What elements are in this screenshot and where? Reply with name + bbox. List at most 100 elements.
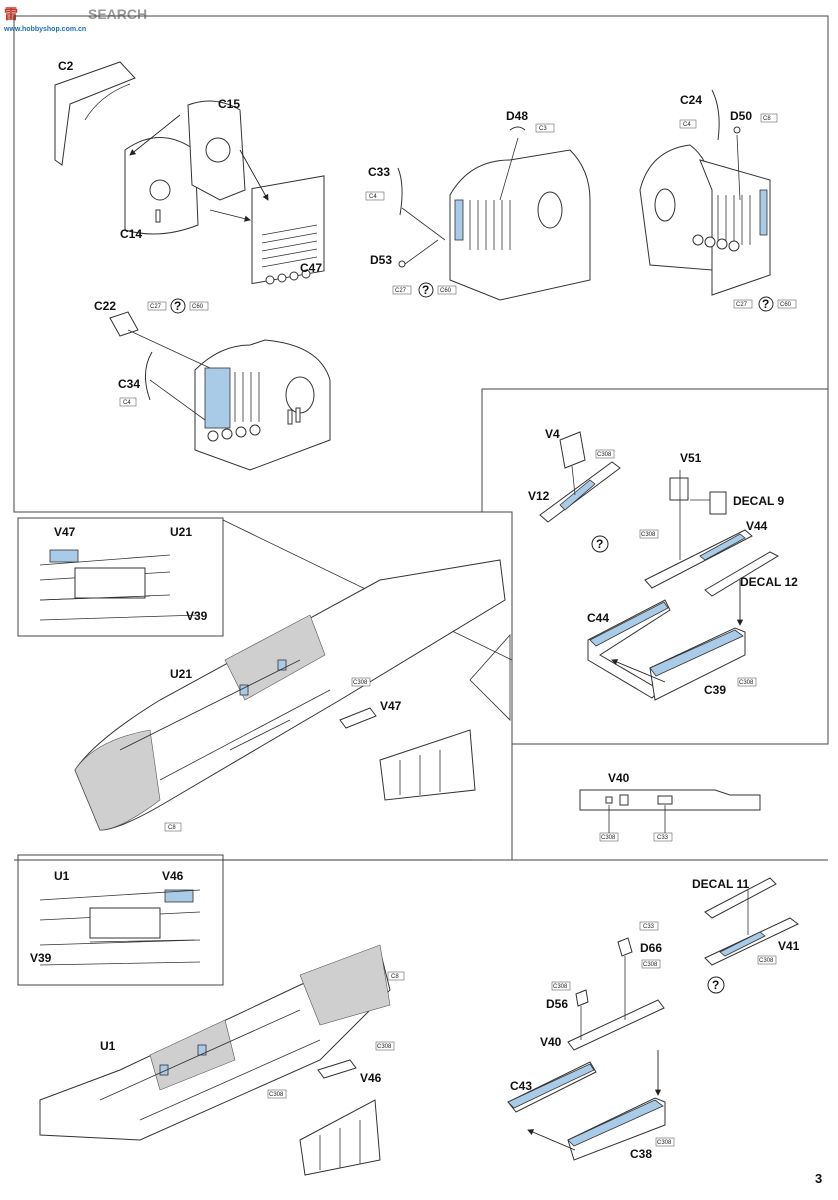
label-u21: U21: [170, 667, 192, 681]
colorbox-c308: C308: [601, 835, 616, 841]
label-c34: C34: [118, 377, 140, 391]
inset-right: V47 U21 V39: [39, 525, 208, 623]
part-v47: [339, 707, 377, 729]
colorbox-c308: C308: [643, 962, 658, 968]
label-v44: V44: [746, 519, 768, 533]
label-c2: C2: [58, 59, 74, 73]
question-mark: ?: [762, 297, 769, 311]
step-right-fuselage: V47 U21 V39 U21 V47 C308 C8: [39, 525, 506, 832]
label-c14: C14: [120, 227, 142, 241]
watermark-url: www.hobbyshop.com.cn: [3, 26, 86, 33]
colorbox-c8: C8: [763, 116, 771, 122]
label-c47: C47: [300, 261, 322, 275]
watermark-en: SEARCH: [88, 6, 147, 22]
label-decal-9: DECAL 9: [733, 494, 784, 508]
colorbox-c33: C33: [643, 924, 655, 930]
colorbox-c27: C27: [395, 288, 407, 294]
part-c2: [54, 61, 136, 166]
question-mark: ?: [174, 299, 181, 313]
step-bulkhead-assembly: C2 C15 C14 C47: [54, 59, 325, 285]
label-d56: D56: [546, 997, 568, 1011]
fuselage-half-right: [74, 559, 506, 831]
part-v46: [317, 1059, 357, 1079]
decal-12: [704, 551, 780, 597]
colorbox-c4: C4: [683, 122, 691, 128]
colorbox-c308: C308: [269, 1092, 284, 1098]
watermark: 雷 SEARCH www.hobbyshop.com.cn: [3, 6, 147, 33]
question-mark: ?: [596, 537, 603, 551]
label-v39: V39: [30, 951, 52, 965]
part-c33: [397, 167, 403, 216]
label-c44: C44: [587, 611, 609, 625]
decal-11: [704, 877, 777, 919]
panel-frames: [13, 15, 829, 986]
part-d66: [617, 937, 633, 957]
colorbox-c4: C4: [369, 194, 377, 200]
colorbox-c60: C60: [440, 288, 452, 294]
label-v4: V4: [545, 427, 560, 441]
part-c22: [109, 311, 139, 337]
label-c38: C38: [630, 1147, 652, 1161]
watermark-cn: 雷: [4, 6, 18, 22]
label-v40: V40: [540, 1035, 562, 1049]
colorbox-c60: C60: [780, 302, 792, 308]
step-c33-d48-d53: C33 D48 D53 C3 C4 C27 ? C60: [365, 109, 591, 301]
label-d53: D53: [370, 253, 392, 267]
step-v40-detail: V40 C308 C33: [579, 771, 761, 842]
part-v51: [669, 477, 689, 501]
step-c22-c34: C22 C34 C27 ? C60 C4: [94, 298, 331, 471]
part-d56: [575, 989, 589, 1007]
step-cockpit-tub-left: DECAL 11 V41 D66 D56 V40 C43 C38 C33 C30…: [507, 877, 800, 1161]
colorbox-c8: C8: [168, 825, 176, 831]
label-c22: C22: [94, 299, 116, 313]
label-v51: V51: [680, 451, 702, 465]
part-c47: [251, 175, 325, 285]
label-decal-12: DECAL 12: [740, 575, 798, 589]
colorbox-c308: C308: [553, 984, 568, 990]
label-c43: C43: [510, 1079, 532, 1093]
label-c33: C33: [368, 165, 390, 179]
colorbox-c8: C8: [391, 974, 399, 980]
step-left-fuselage: U1 V46 V39 U1 V46 C8 C308 C308: [30, 869, 405, 1176]
question-mark: ?: [712, 978, 719, 992]
part-v4: [559, 431, 586, 469]
label-v41: V41: [778, 939, 800, 953]
colorbox-c4: C4: [123, 400, 131, 406]
label-v40: V40: [608, 771, 630, 785]
part-v40: [567, 999, 665, 1051]
colorbox-c60: C60: [192, 304, 204, 310]
label-decal-11: DECAL 11: [692, 877, 749, 891]
colorbox-c308: C308: [377, 1044, 392, 1050]
label-v12: V12: [528, 489, 550, 503]
colorbox-c27: C27: [150, 304, 162, 310]
colorbox-c33: C33: [657, 835, 669, 841]
colorbox-c3: C3: [539, 126, 547, 132]
label-v47: V47: [54, 525, 76, 539]
label-v46: V46: [360, 1071, 382, 1085]
part-c34: [145, 351, 153, 401]
part-c24: [711, 89, 720, 141]
colorbox-c308: C308: [353, 680, 368, 686]
label-v47: V47: [380, 699, 402, 713]
page-number: 3: [815, 1171, 822, 1186]
colorbox-c308: C308: [597, 452, 612, 458]
step-cockpit-tub-right: V4 V12 V51 DECAL 9 V44 DECAL 12 C44 C39 …: [528, 427, 798, 701]
label-u1: U1: [100, 1039, 116, 1053]
label-u21: U21: [170, 525, 192, 539]
label-u1: U1: [54, 869, 70, 883]
colorbox-c308: C308: [657, 1140, 672, 1146]
label-v39: V39: [186, 609, 208, 623]
label-c15: C15: [218, 97, 240, 111]
inset-left: U1 V46 V39: [30, 869, 201, 966]
label-v46: V46: [162, 869, 184, 883]
step-c24-d50: C24 D50 C4 C8 C27 ? C60: [639, 89, 797, 312]
colorbox-c308: C308: [739, 680, 754, 686]
label-c24: C24: [680, 93, 702, 107]
colorbox-c308: C308: [759, 958, 774, 964]
label-d50: D50: [730, 109, 752, 123]
question-mark: ?: [422, 283, 429, 297]
colorbox-c308: C308: [641, 532, 656, 538]
label-c39: C39: [704, 683, 726, 697]
label-d48: D48: [506, 109, 528, 123]
